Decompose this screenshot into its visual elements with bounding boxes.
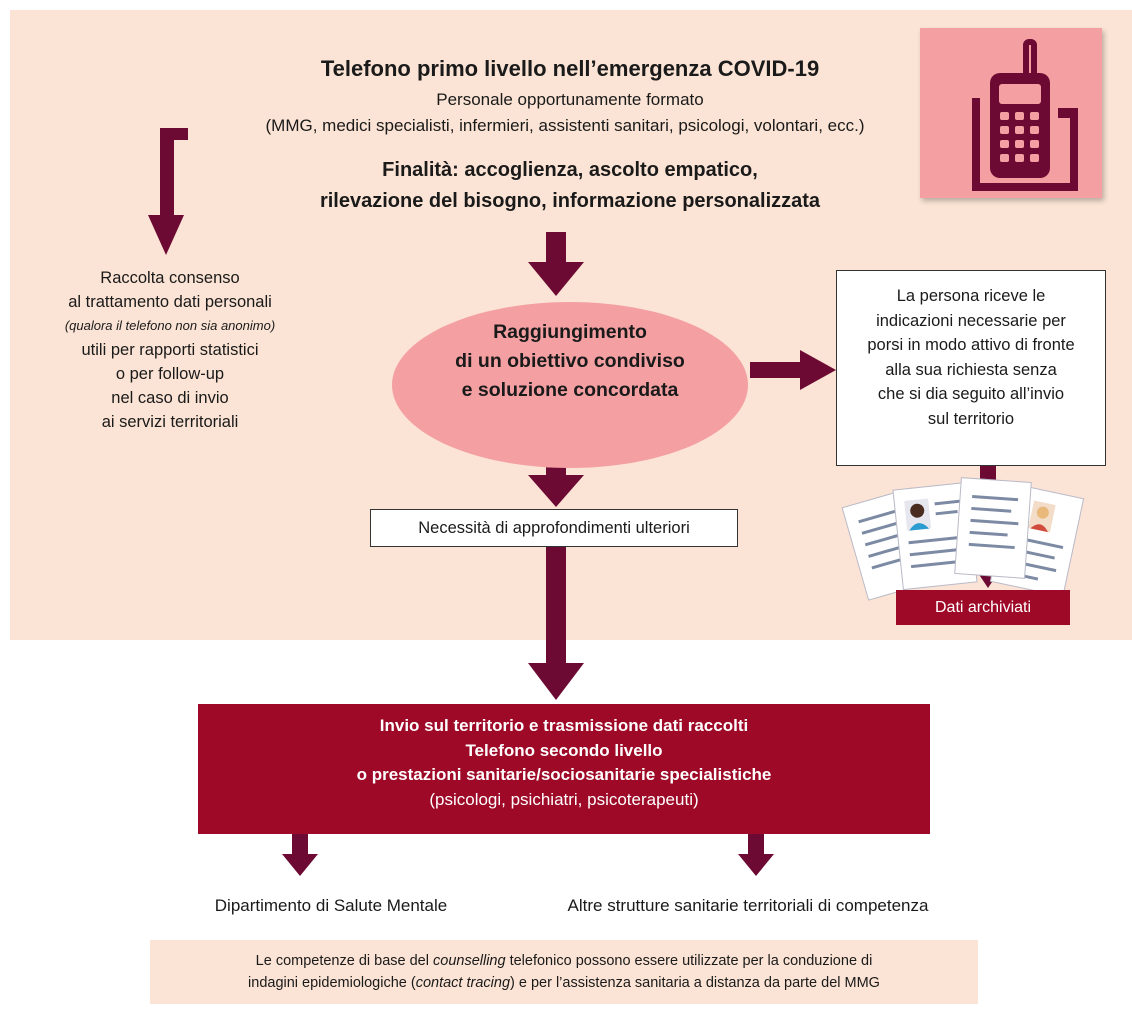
consent-line-6: nel caso di invio <box>111 389 229 407</box>
note-line-2: indagini epidemiologiche (contact tracin… <box>150 972 978 994</box>
info-line-2: indicazioni necessarie per <box>876 311 1066 330</box>
consent-line-1: Raccolta consenso <box>100 269 240 287</box>
purpose-line-1: Finalità: accoglienza, ascolto empatico, <box>382 159 758 181</box>
document-stack-icon <box>841 477 1085 601</box>
destination-mental-health: Dipartimento di Salute Mentale <box>214 896 448 915</box>
referral-line-3: o prestazioni sanitarie/sociosanitarie s… <box>356 765 772 784</box>
note-text-3: indagini epidemiologiche ( <box>248 975 416 991</box>
goal-line-1: Raggiungimento <box>493 321 647 343</box>
purpose-line-2: rilevazione del bisogno, informazione pe… <box>319 190 821 212</box>
arrow-to-info-box <box>750 350 836 390</box>
consent-line-2: al trattamento dati personali <box>68 293 272 311</box>
referral-line-4: (psicologi, psichiatri, psicoterapeuti) <box>429 789 699 809</box>
goal-line-2: di un obiettivo condiviso <box>455 350 685 372</box>
arrow-to-consent <box>148 128 188 255</box>
counselling-note: Le competenze di base del counselling te… <box>150 940 978 1004</box>
arrow-to-goal <box>528 232 584 296</box>
goal-line-3: e soluzione concordata <box>461 379 679 401</box>
info-line-4: alla sua richiesta senza <box>885 360 1057 379</box>
referral-box: Invio sul territorio e trasmissione dati… <box>198 704 930 834</box>
arrow-to-further-needs <box>528 452 584 507</box>
consent-line-3: (qualora il telefono non sia anonimo) <box>64 318 276 333</box>
consent-line-7: ai servizi territoriali <box>101 413 239 431</box>
note-line-1: Le competenze di base del counselling te… <box>150 950 978 972</box>
consent-line-4: utili per rapporti statistici <box>81 341 259 359</box>
archived-data-box: Dati archiviati <box>896 590 1070 625</box>
goal-ellipse <box>392 302 748 468</box>
referral-line-1: Invio sul territorio e trasmissione dati… <box>379 716 749 735</box>
arrow-to-mental-health <box>282 834 318 876</box>
staff-subtitle: Personale opportunamente formato <box>436 90 704 109</box>
phone-icon-tile <box>920 28 1102 198</box>
arrow-to-other-facilities <box>738 834 774 876</box>
note-text-2: telefonico possono essere utilizzate per… <box>505 953 873 969</box>
diagram-title: Telefono primo livello nell’emergenza CO… <box>320 56 820 81</box>
note-italic-counselling: counselling <box>433 953 506 969</box>
cordless-phone-icon <box>972 39 1078 191</box>
note-text-4: ) e per l’assistenza sanitaria a distanz… <box>510 975 880 991</box>
info-line-6: sul territorio <box>927 409 1015 428</box>
note-italic-contact-tracing: contact tracing <box>415 975 511 991</box>
info-line-1: La persona riceve le <box>896 287 1046 305</box>
consent-note: Raccolta consenso al trattamento dati pe… <box>40 266 300 434</box>
destination-other-facilities: Altre strutture sanitarie territoriali d… <box>567 896 929 915</box>
info-line-5: che si dia seguito all’invio <box>877 385 1065 403</box>
self-management-box: La persona riceve le indicazioni necessa… <box>836 270 1106 466</box>
goal-text: Raggiungimento di un obiettivo condiviso… <box>390 318 750 405</box>
purpose-statement: Finalità: accoglienza, ascolto empatico,… <box>230 155 910 217</box>
note-text-1: Le competenze di base del <box>255 953 433 969</box>
consent-line-5: o per follow-up <box>115 365 225 383</box>
staff-detail: (MMG, medici specialisti, infermieri, as… <box>265 116 865 135</box>
arrow-to-referral <box>528 547 584 700</box>
referral-line-2: Telefono secondo livello <box>465 740 663 760</box>
info-line-3: porsi in modo attivo di fronte <box>867 336 1075 354</box>
further-needs-box: Necessità di approfondimenti ulteriori <box>370 509 738 547</box>
